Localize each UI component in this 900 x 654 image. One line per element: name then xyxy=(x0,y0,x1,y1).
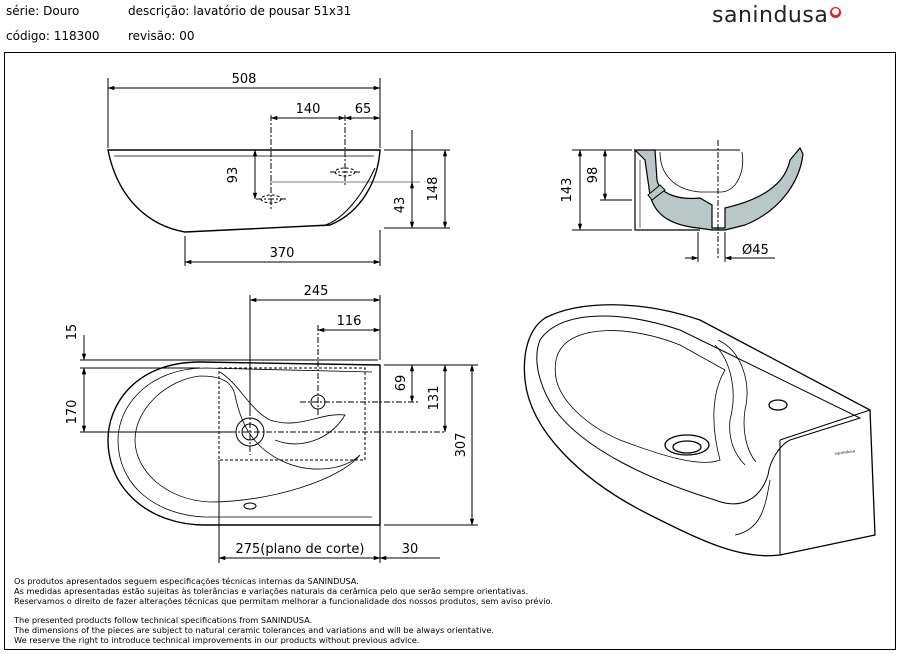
side-elevation-view xyxy=(107,78,450,266)
dim-total-height: 148 xyxy=(426,177,441,202)
dim-plan-170: 170 xyxy=(65,400,80,425)
plan-view xyxy=(80,295,478,563)
dim-plan-307: 307 xyxy=(454,433,469,458)
dim-plan-30: 30 xyxy=(402,542,419,557)
dim-hole-height: 93 xyxy=(226,167,241,184)
revisao-label: revisão: 00 xyxy=(128,29,195,43)
dim-section-height-inner: 98 xyxy=(586,167,601,184)
dim-plan-cut-plane: 275(plano de corte) xyxy=(235,542,364,557)
dim-drain-diameter: Ø45 xyxy=(742,243,769,258)
descricao-label: descrição: lavatório de pousar 51x31 xyxy=(128,4,352,18)
svg-text:sanindusa: sanindusa xyxy=(834,448,855,456)
note-en-2: The dimensions of the pieces are subject… xyxy=(14,625,494,635)
drawing-frame xyxy=(4,52,896,650)
note-pt-2: As medidas apresentadas estão sujeitas à… xyxy=(14,586,529,596)
dim-plan-131: 131 xyxy=(427,386,442,411)
cross-section-view xyxy=(572,140,804,262)
serie-label: série: Douro xyxy=(6,4,80,18)
dim-plan-116: 116 xyxy=(337,314,362,329)
note-en-1: The presented products follow technical … xyxy=(14,615,313,625)
perspective-view: sanindusa xyxy=(523,304,876,557)
sanindusa-logo: sanindusa● xyxy=(712,3,842,28)
dim-plan-69: 69 xyxy=(394,375,409,392)
note-pt-1: Os produtos apresentados seguem especifi… xyxy=(14,576,359,586)
note-en-3: We reserve the right to introduce techni… xyxy=(14,635,420,645)
dim-outlet-height: 43 xyxy=(393,197,408,214)
dim-edge-offset: 65 xyxy=(355,102,372,117)
logo-text: sanindusa xyxy=(712,3,829,28)
dim-bottom-width: 370 xyxy=(270,246,295,261)
codigo-label: código: 118300 xyxy=(6,29,100,43)
dim-hole-offset: 140 xyxy=(296,102,321,117)
dim-overall-width: 508 xyxy=(232,72,257,87)
dim-section-height-outer: 143 xyxy=(560,178,575,203)
dim-plan-15: 15 xyxy=(65,324,80,341)
note-pt-3: Reservamos o direito de fazer alterações… xyxy=(14,596,554,606)
dim-plan-245: 245 xyxy=(304,284,329,299)
logo-mark: ● xyxy=(830,6,842,18)
